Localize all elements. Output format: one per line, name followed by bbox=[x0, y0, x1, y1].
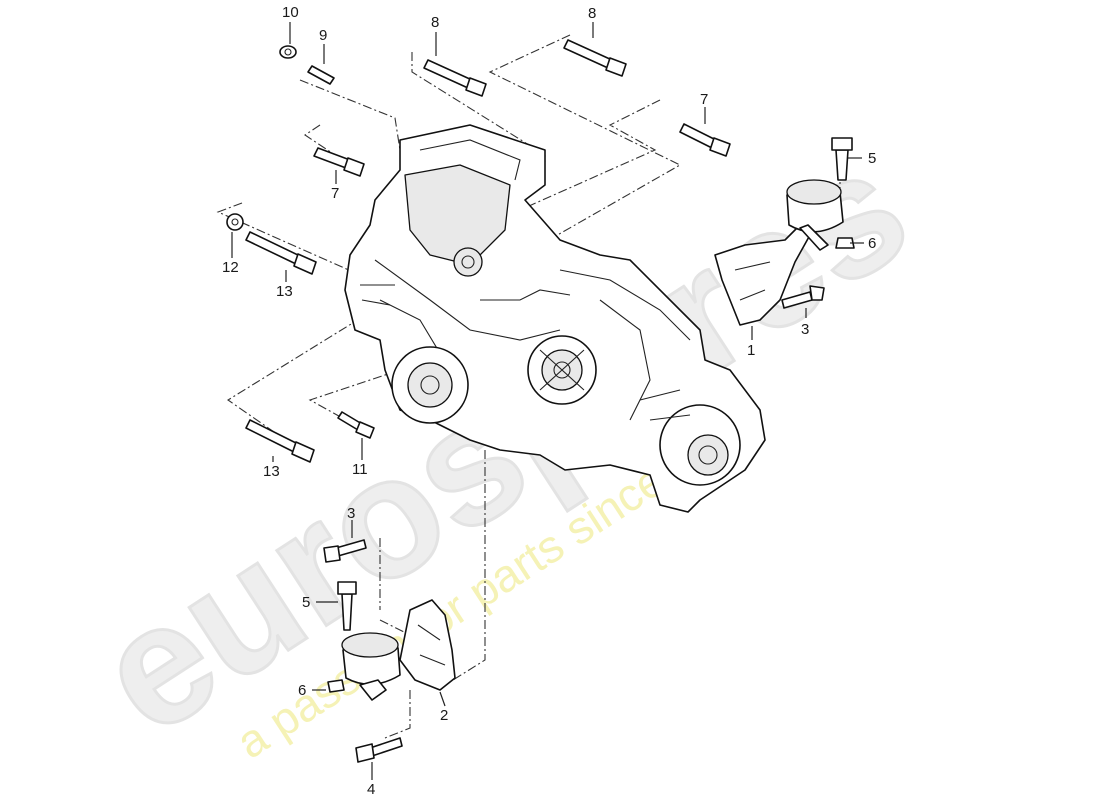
callout-ticks bbox=[231, 22, 864, 780]
callout-6-upper: 6 bbox=[868, 235, 876, 252]
bolt-13-lower-icon bbox=[245, 419, 299, 453]
callout-3-upper: 3 bbox=[801, 321, 809, 338]
transmission-mount-right bbox=[714, 179, 844, 326]
callout-13-lower: 13 bbox=[263, 463, 280, 480]
callout-5-lower: 5 bbox=[302, 594, 310, 611]
washer-10-icon bbox=[279, 45, 297, 59]
bolt-7-right-icon bbox=[679, 123, 717, 149]
callout-9: 9 bbox=[319, 27, 327, 44]
callout-labels: 10 9 8 8 7 7 5 6 12 13 3 1 13 11 3 5 6 2… bbox=[222, 4, 876, 798]
bolt-4-icon bbox=[369, 737, 403, 757]
callout-11: 11 bbox=[352, 461, 368, 478]
gearbox-housing bbox=[344, 124, 766, 513]
callout-6-lower: 6 bbox=[298, 682, 306, 699]
callout-10: 10 bbox=[282, 4, 299, 21]
nut-6-upper-icon bbox=[835, 237, 855, 249]
callout-12: 12 bbox=[222, 259, 239, 276]
callout-2: 2 bbox=[440, 707, 448, 724]
bolt-7-left-icon bbox=[313, 147, 351, 169]
callout-7-right: 7 bbox=[700, 91, 708, 108]
callout-8-right: 8 bbox=[588, 5, 596, 22]
transmission-mount-left bbox=[341, 599, 456, 701]
bolt-5-lower-icon bbox=[341, 593, 353, 631]
bolt-8-right-icon bbox=[563, 39, 613, 69]
callout-3-lower: 3 bbox=[347, 505, 355, 522]
callout-8-left: 8 bbox=[431, 14, 439, 31]
callout-13-upper: 13 bbox=[276, 283, 293, 300]
callout-5-upper: 5 bbox=[868, 150, 876, 167]
stud-9-icon bbox=[307, 65, 335, 85]
fasteners bbox=[226, 39, 855, 763]
bolt-5-upper-icon bbox=[835, 149, 849, 181]
callout-1: 1 bbox=[747, 342, 755, 359]
washer-12-icon bbox=[226, 213, 244, 231]
nut-6-lower-icon bbox=[327, 679, 345, 693]
callout-4: 4 bbox=[367, 781, 375, 798]
callout-7-left: 7 bbox=[331, 185, 339, 202]
